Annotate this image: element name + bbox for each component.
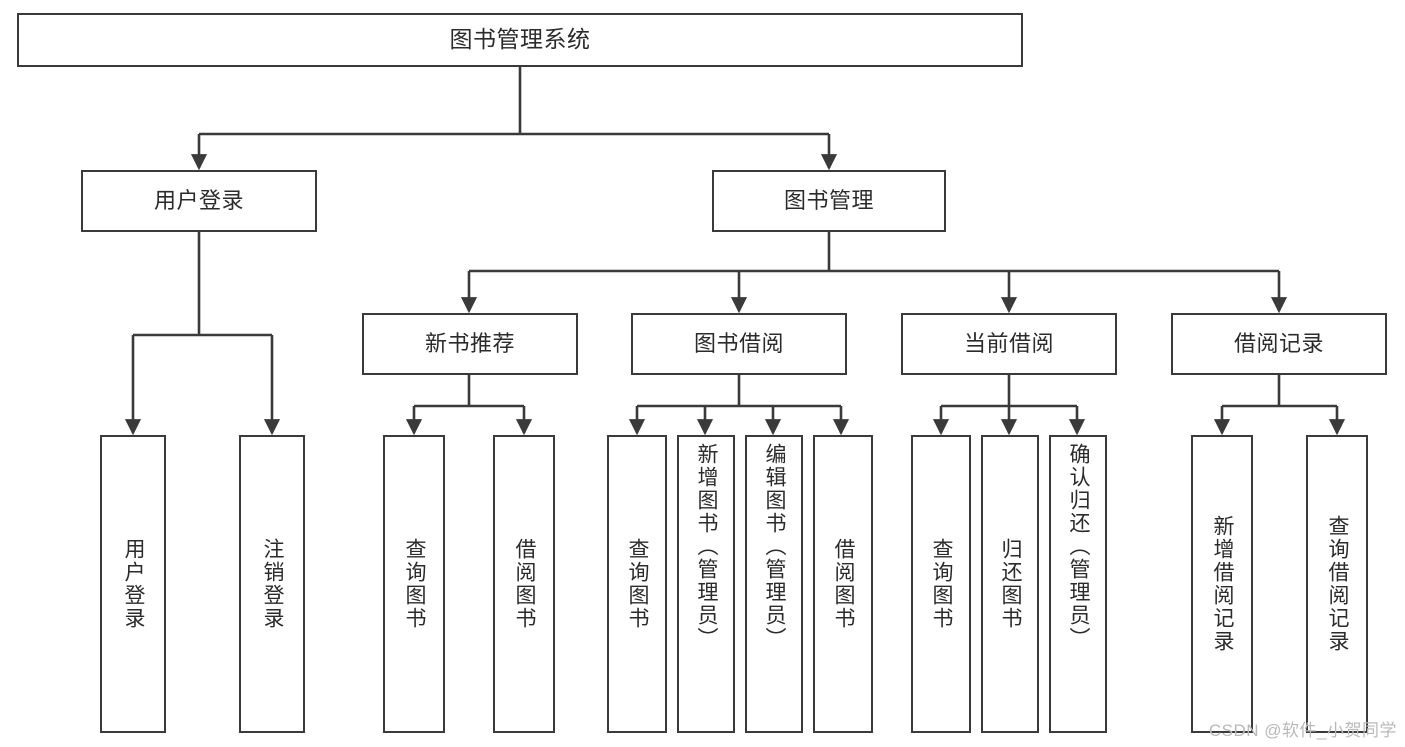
node-leaf-query-borrow-record[interactable]: 查询借阅记录 xyxy=(1306,435,1368,733)
node-new-book-recommend[interactable]: 新书推荐 xyxy=(362,313,578,375)
node-label: 查询图书 xyxy=(403,538,427,630)
node-label: 图书管理系统 xyxy=(449,26,591,53)
node-label: 新增图书（管理员） xyxy=(695,443,719,650)
node-leaf-confirm-return-admin[interactable]: 确认归还（管理员） xyxy=(1049,435,1107,733)
node-label: 借阅图书 xyxy=(513,538,537,630)
node-book-borrow[interactable]: 图书借阅 xyxy=(631,313,847,375)
node-label: 图书借阅 xyxy=(693,331,784,357)
node-label: 归还图书 xyxy=(999,538,1023,630)
node-label: 注销登录 xyxy=(261,538,285,630)
node-label: 用户登录 xyxy=(122,538,146,630)
node-label: 借阅图书 xyxy=(832,538,856,630)
node-borrow-record[interactable]: 借阅记录 xyxy=(1171,313,1387,375)
node-label: 编辑图书（管理员） xyxy=(763,443,787,650)
node-leaf-return-book[interactable]: 归还图书 xyxy=(981,435,1039,733)
node-user-login[interactable]: 用户登录 xyxy=(81,170,317,232)
node-label: 图书管理 xyxy=(783,188,874,214)
node-label: 用户登录 xyxy=(153,188,244,214)
node-leaf-add-book-admin[interactable]: 新增图书（管理员） xyxy=(677,435,735,733)
node-book-management[interactable]: 图书管理 xyxy=(712,170,946,232)
node-leaf-user-login[interactable]: 用户登录 xyxy=(100,435,166,733)
node-label: 新增借阅记录 xyxy=(1211,515,1235,653)
node-leaf-edit-book-admin[interactable]: 编辑图书（管理员） xyxy=(745,435,803,733)
node-label: 查询图书 xyxy=(930,538,954,630)
node-label: 确认归还（管理员） xyxy=(1067,443,1091,650)
node-leaf-query-book-current[interactable]: 查询图书 xyxy=(911,435,971,733)
node-label: 查询图书 xyxy=(626,538,650,630)
node-leaf-borrow-book-recommend[interactable]: 借阅图书 xyxy=(493,435,555,733)
node-leaf-logout-login[interactable]: 注销登录 xyxy=(239,435,305,733)
node-label: 查询借阅记录 xyxy=(1326,515,1350,653)
node-leaf-borrow-book[interactable]: 借阅图书 xyxy=(813,435,873,733)
node-leaf-query-book-recommend[interactable]: 查询图书 xyxy=(383,435,445,733)
node-leaf-query-book-borrow[interactable]: 查询图书 xyxy=(607,435,667,733)
csdn-watermark: CSDN @软件_小贺同学 xyxy=(1208,721,1397,740)
node-label: 借阅记录 xyxy=(1233,331,1324,357)
node-label: 新书推荐 xyxy=(424,331,515,357)
node-label: 当前借阅 xyxy=(963,331,1054,357)
node-root-library-management-system[interactable]: 图书管理系统 xyxy=(17,13,1023,67)
node-leaf-add-borrow-record[interactable]: 新增借阅记录 xyxy=(1191,435,1253,733)
node-current-borrow[interactable]: 当前借阅 xyxy=(901,313,1117,375)
